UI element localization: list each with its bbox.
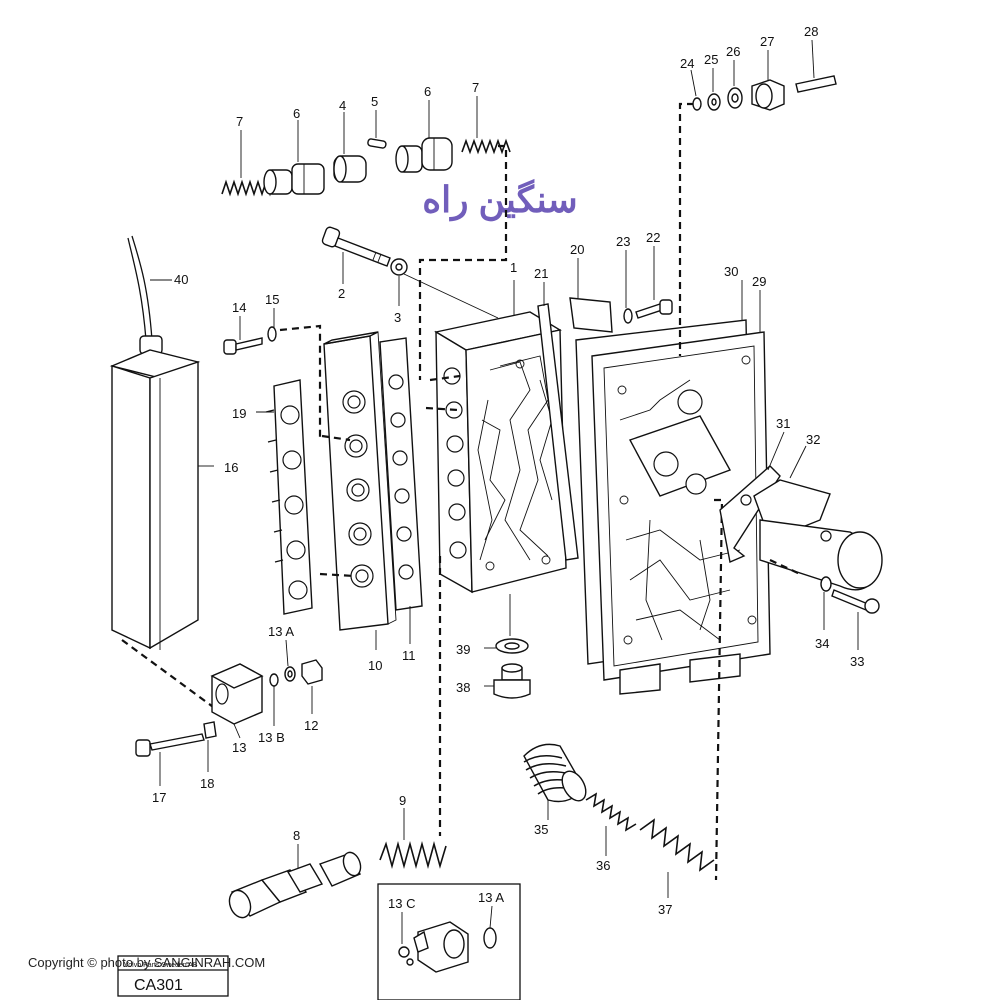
label-39: 39 bbox=[456, 642, 470, 657]
label-4: 4 bbox=[339, 98, 346, 113]
nut-12 bbox=[301, 659, 323, 714]
plate-20 bbox=[569, 258, 613, 333]
label-26: 26 bbox=[726, 44, 740, 59]
washer-13a bbox=[284, 639, 296, 682]
stamp-small-text: Volvo Parts Sweden AB bbox=[124, 962, 198, 969]
label-14: 14 bbox=[232, 300, 246, 315]
spool-4 bbox=[333, 155, 367, 183]
label-9: 9 bbox=[399, 793, 406, 808]
spring-9 bbox=[379, 808, 447, 870]
label-12: 12 bbox=[304, 718, 318, 733]
label-30: 30 bbox=[724, 264, 738, 279]
label-19: 19 bbox=[232, 406, 246, 421]
washer-39 bbox=[484, 638, 529, 654]
gasket-11 bbox=[379, 337, 423, 644]
label-35: 35 bbox=[534, 822, 548, 837]
gasket-21 bbox=[537, 282, 579, 561]
label-32: 32 bbox=[806, 432, 820, 447]
pin-5 bbox=[367, 138, 387, 149]
label-15: 15 bbox=[265, 292, 279, 307]
part-labels: 1 2 3 4 5 6 6 7 7 8 9 10 11 12 13 13 A 1… bbox=[152, 24, 864, 917]
gasket-19 bbox=[256, 379, 313, 615]
clip-18 bbox=[203, 721, 217, 772]
plug-38 bbox=[484, 663, 531, 699]
spool-8 bbox=[228, 844, 362, 919]
washer-34 bbox=[820, 576, 832, 630]
label-13c: 13 C bbox=[388, 896, 415, 911]
label-33: 33 bbox=[850, 654, 864, 669]
stamp-code: CA301 bbox=[134, 977, 183, 994]
washer-25 bbox=[707, 68, 721, 111]
label-6-right: 6 bbox=[424, 84, 431, 99]
bolt-17 bbox=[135, 733, 205, 786]
washer-24 bbox=[690, 69, 702, 111]
label-28: 28 bbox=[804, 24, 818, 39]
label-2: 2 bbox=[338, 286, 345, 301]
bolt-2 bbox=[321, 226, 391, 284]
label-23: 23 bbox=[616, 234, 630, 249]
label-10: 10 bbox=[368, 658, 382, 673]
label-17: 17 bbox=[152, 790, 166, 805]
spring-7-right bbox=[461, 138, 511, 155]
label-6-left: 6 bbox=[293, 106, 300, 121]
cover-29 bbox=[591, 290, 771, 695]
top-spool-assembly bbox=[221, 96, 511, 197]
pin-28 bbox=[795, 39, 837, 93]
screw-33 bbox=[831, 589, 880, 650]
washer-26 bbox=[727, 60, 743, 109]
label-7-right: 7 bbox=[472, 80, 479, 95]
label-27: 27 bbox=[760, 34, 774, 49]
label-34: 34 bbox=[815, 636, 829, 651]
label-22: 22 bbox=[646, 230, 660, 245]
washer-15 bbox=[267, 308, 322, 440]
label-1: 1 bbox=[510, 260, 517, 275]
label-13a: 13 A bbox=[268, 624, 294, 639]
label-38: 38 bbox=[456, 680, 470, 695]
solenoid-16 bbox=[109, 235, 221, 713]
label-21: 21 bbox=[534, 266, 548, 281]
washer-13b bbox=[269, 673, 279, 726]
cylinder-32 bbox=[753, 445, 883, 591]
washer-23 bbox=[623, 250, 633, 324]
label-13b: 13 B bbox=[258, 730, 285, 745]
spool-6-right bbox=[395, 137, 453, 173]
watermark-logo: سنگین راه bbox=[422, 178, 577, 222]
label-8: 8 bbox=[293, 828, 300, 843]
spring-36 bbox=[585, 792, 637, 856]
screw-14 bbox=[223, 316, 263, 355]
label-5: 5 bbox=[371, 94, 378, 109]
plate-10 bbox=[323, 331, 397, 650]
connector-13 bbox=[210, 663, 264, 739]
copyright-text: Copyright © photo by SANGINRAH.COM bbox=[28, 955, 265, 970]
inset-detail-box bbox=[377, 883, 521, 1001]
label-3: 3 bbox=[394, 310, 401, 325]
spool-6-left bbox=[263, 163, 325, 195]
label-13a-inset: 13 A bbox=[478, 890, 504, 905]
nut-27 bbox=[751, 50, 785, 111]
label-29: 29 bbox=[752, 274, 766, 289]
label-37: 37 bbox=[658, 902, 672, 917]
label-7-left: 7 bbox=[236, 114, 243, 129]
screw-22 bbox=[635, 246, 673, 319]
label-36: 36 bbox=[596, 858, 610, 873]
label-11: 11 bbox=[402, 648, 416, 663]
spring-37 bbox=[639, 818, 715, 898]
stamp: Volvo Parts Sweden AB CA301 bbox=[117, 955, 229, 997]
valve-body-1 bbox=[434, 280, 567, 636]
label-40: 40 bbox=[174, 272, 188, 287]
washer-3 bbox=[390, 258, 408, 306]
label-18: 18 bbox=[200, 776, 214, 791]
label-16: 16 bbox=[224, 460, 238, 475]
label-13: 13 bbox=[232, 740, 246, 755]
label-31: 31 bbox=[776, 416, 790, 431]
label-24: 24 bbox=[680, 56, 694, 71]
boot-35 bbox=[523, 743, 587, 820]
label-25: 25 bbox=[704, 52, 718, 67]
label-20: 20 bbox=[570, 242, 584, 257]
